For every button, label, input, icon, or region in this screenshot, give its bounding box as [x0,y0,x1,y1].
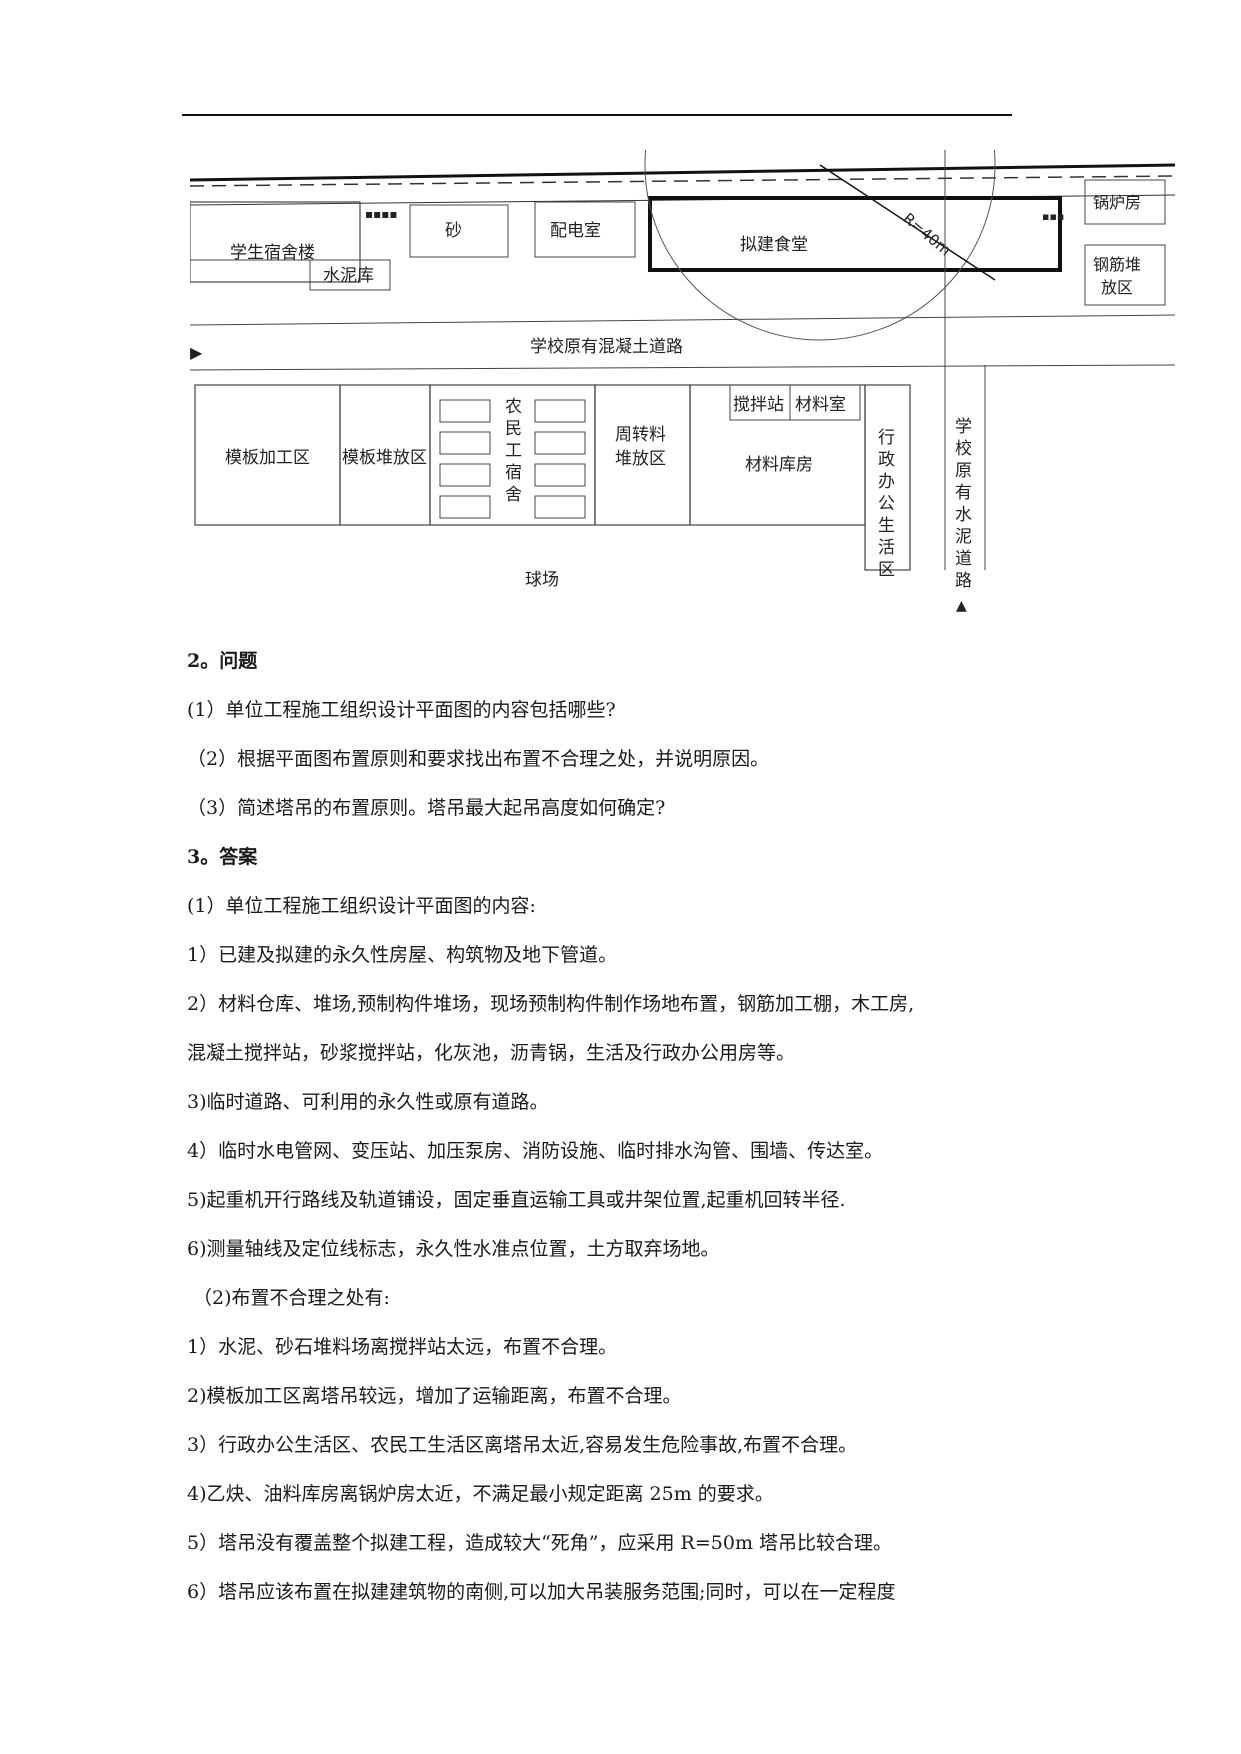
canteen-label: 拟建食堂 [740,235,808,255]
cement-road-char: 泥 [955,527,972,547]
cement-road-char: 校 [955,439,972,459]
worker-dorm-unit [439,495,491,519]
cement-road-char: 有 [955,483,972,503]
section-heading-questions: 2。问题 [187,650,258,672]
crane-radius-label: R=40m [899,209,954,259]
student-dorm [190,201,361,283]
top-road-dashed [190,175,1176,187]
answer-1-item-3: 3)临时道路、可利用的永久性或原有道路。 [187,1091,549,1113]
road-line-lower [190,364,1176,371]
canteen-dots: ▪▪▪ [1042,210,1064,223]
admin-char: 行 [878,428,895,448]
admin-char: 区 [878,560,895,580]
worker-dorm-unit [534,495,586,519]
rebar-label-2: 放区 [1101,278,1133,297]
worker-dorm-unit [439,463,491,487]
question-3: （3）简述塔吊的布置原则。塔吊最大起吊高度如何确定? [187,797,666,819]
answer-1-title: (1）单位工程施工组织设计平面图的内容: [187,895,536,917]
worker-dorm-char: 农 [505,397,522,417]
answer-1-item-2a: 2）材料仓库、堆场,预制构件堆场，现场预制构件制作场地布置，钢筋加工棚，木工房, [187,993,915,1015]
construction-site-plan: 学生宿舍楼 ▪▪▪▪ 水泥库 砂 配电室 拟建食堂 ▪▪▪ R=40m 锅炉房 … [190,150,1176,614]
admin-living-area [864,384,911,571]
answer-2-item-3: 3）行政办公生活区、农民工生活区离塔吊太近,容易发生危险事故,布置不合理。 [187,1434,858,1456]
warehouse-label: 材料库房 [745,455,813,475]
answer-1-item-4: 4）临时水电管网、变压站、加压泵房、消防设施、临时排水沟管、围墙、传达室。 [187,1140,884,1162]
cement-road-char: 原 [955,461,972,481]
crane-radius-line [819,164,996,281]
cement-road-char: 路 [955,571,972,591]
answer-1-item-2b: 混凝土搅拌站，砂浆搅拌站，化灰池，沥青锅，生活及行政办公用房等。 [187,1042,796,1064]
answer-2-item-4: 4)乙炔、油料库房离锅炉房太近，不满足最小规定距离 25m 的要求。 [187,1483,774,1505]
worker-dorm-unit [534,463,586,487]
rebar-label-1: 钢筋堆 [1093,255,1141,274]
cement-store-label: 水泥库 [323,266,374,286]
admin-char: 生 [878,516,895,536]
turnover-label-2: 堆放区 [615,449,666,469]
boiler-room [1084,179,1166,225]
material-room [789,384,861,421]
sand-yard [409,204,509,258]
worker-dorm-unit [439,399,491,423]
mixing-station-label: 搅拌站 [733,395,784,415]
formwork-processing-label: 模板加工区 [225,448,310,468]
admin-char: 办 [878,472,895,492]
worker-dorm-char: 宿 [505,463,522,483]
answer-2-item-5: 5）塔吊没有覆盖整个拟建工程，造成较大“死角”，应采用 R=50m 塔吊比较合理… [187,1532,893,1554]
turnover-label-1: 周转料 [615,425,666,445]
worker-dorm-unit [534,431,586,455]
section-heading-answers: 3。答案 [187,846,258,868]
worker-dorm-char: 工 [505,441,522,461]
admin-char: 公 [878,494,895,514]
answer-1-item-1: 1）已建及拟建的永久性房屋、构筑物及地下管道。 [187,944,618,966]
rebar-yard [1084,244,1166,306]
formwork-storage-label: 模板堆放区 [342,448,427,468]
cement-road-arrow: ▲ [956,598,967,614]
answer-2-item-6: 6）塔吊应该布置在拟建建筑物的南侧,可以加大吊装服务范围;同时，可以在一定程度 [187,1581,896,1603]
worker-dorm-unit [439,431,491,455]
ball-field-label: 球场 [525,570,559,590]
answer-2-item-1: 1）水泥、砂石堆料场离搅拌站太远，布置不合理。 [187,1336,618,1358]
boiler-label: 锅炉房 [1093,193,1141,212]
cement-road-char: 学 [955,417,972,437]
road-arrow: ▶ [190,343,203,362]
header-rule [182,114,1012,116]
sand-label: 砂 [445,221,462,241]
road-line-upper [190,314,1176,326]
answer-1-item-5: 5)起重机开行路线及轨道铺设，固定垂直运输工具或井架位置,起重机回转半径. [187,1189,846,1211]
question-2: （2）根据平面图布置原则和要求找出布置不合理之处，并说明原因。 [187,748,770,770]
answer-2-item-2: 2)模板加工区离塔吊较远，增加了运输距离，布置不合理。 [187,1385,682,1407]
cement-road-char: 水 [955,505,972,525]
top-road-line [190,163,1176,182]
admin-char: 活 [878,538,895,558]
answer-1-item-6: 6)测量轴线及定位线标志，永久性水准点位置，土方取弃场地。 [187,1238,720,1260]
answer-2-title: （2)布置不合理之处有: [193,1287,390,1309]
document-body: 2。问题 (1）单位工程施工组织设计平面图的内容包括哪些? （2）根据平面图布置… [187,645,1087,1625]
cement-store [309,259,391,291]
crane-radius-circle [644,150,996,341]
worker-dorm-char: 舍 [505,485,522,505]
worker-dorm-unit [534,399,586,423]
admin-char: 政 [878,450,895,470]
road-label: 学校原有混凝土道路 [530,337,683,357]
dorm-dots: ▪▪▪▪ [365,207,398,221]
student-dorm-label: 学生宿舍楼 [230,243,315,263]
question-1: (1）单位工程施工组织设计平面图的内容包括哪些? [187,699,616,721]
proposed-canteen [648,196,1062,272]
worker-dorm-char: 民 [505,419,522,439]
cement-road-char: 道 [955,549,972,569]
power-room [534,201,636,258]
power-room-label: 配电室 [550,221,601,241]
material-room-label: 材料室 [795,395,846,415]
